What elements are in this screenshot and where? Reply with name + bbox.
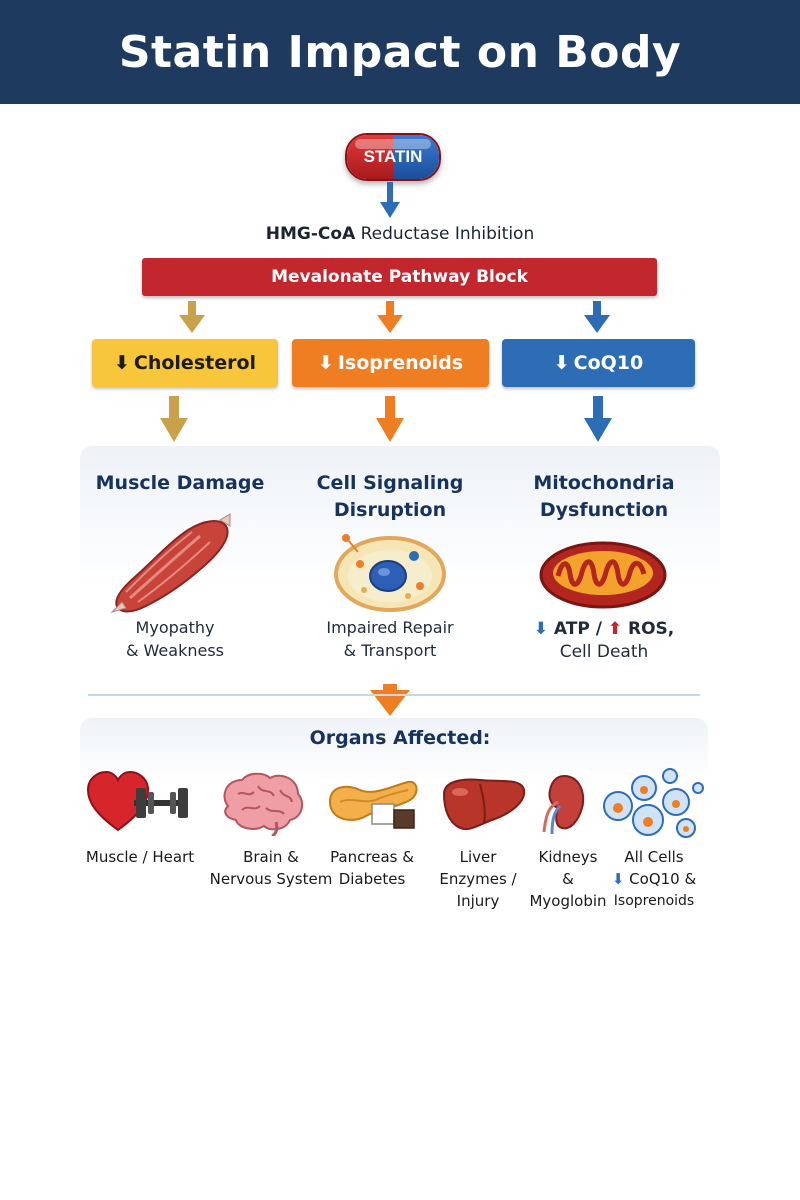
arrow-pill-down	[380, 182, 400, 218]
organ-liver: Liver Enzymes / Injury	[432, 846, 524, 912]
atp-text: ATP /	[553, 619, 602, 639]
arrow-coq10-down	[584, 396, 612, 442]
coq10-box: ⬇CoQ10	[502, 339, 695, 387]
isoprenoids-text: Isoprenoids	[613, 893, 695, 909]
liver-icon	[442, 778, 526, 830]
statin-pill: STATIN	[345, 133, 441, 181]
arrow-to-isoprenoids	[377, 301, 403, 333]
inhibition-enzyme: HMG-CoA	[265, 224, 356, 244]
organ-label-line: Injury	[456, 892, 500, 910]
down-arrow-icon: ⬇	[533, 619, 548, 639]
effect-title-line: Cell Signaling	[316, 472, 464, 494]
effect-cell-title: Cell Signaling Disruption	[280, 470, 500, 524]
organ-label-line: Kidneys	[538, 848, 598, 866]
organ-muscle-heart: Muscle / Heart	[74, 846, 206, 868]
statin-pill-label: STATIN	[363, 147, 423, 166]
caption-line: Impaired Repair	[326, 618, 454, 637]
organ-label-line: Liver	[459, 848, 497, 866]
organ-kidneys: Kidneys & Myoglobin	[524, 846, 612, 912]
organ-label-line: Muscle / Heart	[85, 848, 195, 866]
coq10-text: CoQ10 &	[629, 870, 697, 888]
effect-title-line: Muscle Damage	[95, 472, 265, 494]
organ-label-line: Enzymes /	[439, 870, 517, 888]
effect-mito-caption: ⬇ ATP / ⬆ ROS, Cell Death	[494, 618, 714, 664]
caption-line: Cell Death	[559, 642, 649, 662]
organ-label-line: Myoglobin	[529, 892, 607, 910]
effect-title-line: Dysfunction	[539, 499, 669, 521]
arrow-cholesterol-down	[160, 396, 188, 442]
organ-label-line: Diabetes	[338, 870, 406, 888]
arrow-to-coq10	[584, 301, 610, 333]
effect-mito-title: Mitochondria Dysfunction	[494, 470, 714, 524]
caption-line: & Transport	[343, 641, 437, 660]
cell-icon	[334, 534, 446, 612]
heart-dumbbell-icon	[86, 770, 188, 832]
inhibition-text: HMG-CoA Reductase Inhibition	[0, 224, 800, 244]
down-arrow-icon: ⬇	[113, 352, 130, 374]
caption-line: Myopathy	[135, 618, 215, 637]
page-title: Statin Impact on Body	[118, 26, 682, 78]
down-arrow-icon: ⬇	[611, 870, 625, 888]
effect-cell-caption: Impaired Repair & Transport	[280, 616, 500, 662]
cholesterol-label: Cholesterol	[133, 352, 257, 374]
down-arrow-icon: ⬇	[317, 352, 334, 374]
isoprenoids-box: ⬇Isoprenoids	[292, 339, 489, 387]
organ-label-line: Pancreas &	[330, 848, 414, 866]
organs-panel	[80, 718, 708, 780]
caption-line: & Weakness	[125, 641, 224, 660]
ros-text: ROS,	[628, 619, 675, 639]
isoprenoids-label: Isoprenoids	[337, 352, 464, 374]
pathway-block-bar: Mevalonate Pathway Block	[142, 258, 657, 296]
title-banner: Statin Impact on Body	[0, 0, 800, 104]
mitochondria-icon	[539, 541, 667, 609]
effect-muscle-title: Muscle Damage	[70, 470, 290, 497]
arrow-to-cholesterol	[179, 301, 205, 333]
organ-label-line: Nervous System	[209, 870, 333, 888]
caption-line: ⬇ ATP / ⬆ ROS,	[494, 618, 714, 641]
effect-title-line: Disruption	[333, 499, 447, 521]
up-arrow-icon: ⬆	[607, 619, 623, 639]
organ-label-line: Brain &	[243, 848, 299, 866]
coq10-label: CoQ10	[573, 352, 644, 374]
organs-title: Organs Affected:	[309, 727, 491, 749]
kidney-icon	[542, 774, 585, 835]
section-divider	[88, 694, 700, 696]
inhibition-rest: Reductase Inhibition	[355, 224, 535, 244]
organ-label-line: All Cells	[624, 848, 684, 866]
organ-label-line: ⬇ CoQ10 &	[604, 868, 704, 890]
arrow-isoprenoids-down	[376, 396, 404, 442]
brain-icon	[223, 772, 304, 836]
cholesterol-box: ⬇Cholesterol	[92, 339, 278, 387]
cells-icon	[603, 768, 704, 838]
organ-brain: Brain & Nervous System	[206, 846, 336, 890]
organ-all-cells: All Cells ⬇ CoQ10 & Isoprenoids	[604, 846, 704, 912]
effect-title-line: Mitochondria	[533, 472, 675, 494]
organ-label-line: &	[562, 870, 574, 888]
pancreas-icon	[328, 780, 418, 829]
effect-muscle-caption: Myopathy & Weakness	[70, 616, 280, 662]
down-arrow-icon: ⬇	[553, 352, 570, 374]
muscle-icon	[110, 513, 231, 614]
organ-pancreas: Pancreas & Diabetes	[322, 846, 422, 890]
